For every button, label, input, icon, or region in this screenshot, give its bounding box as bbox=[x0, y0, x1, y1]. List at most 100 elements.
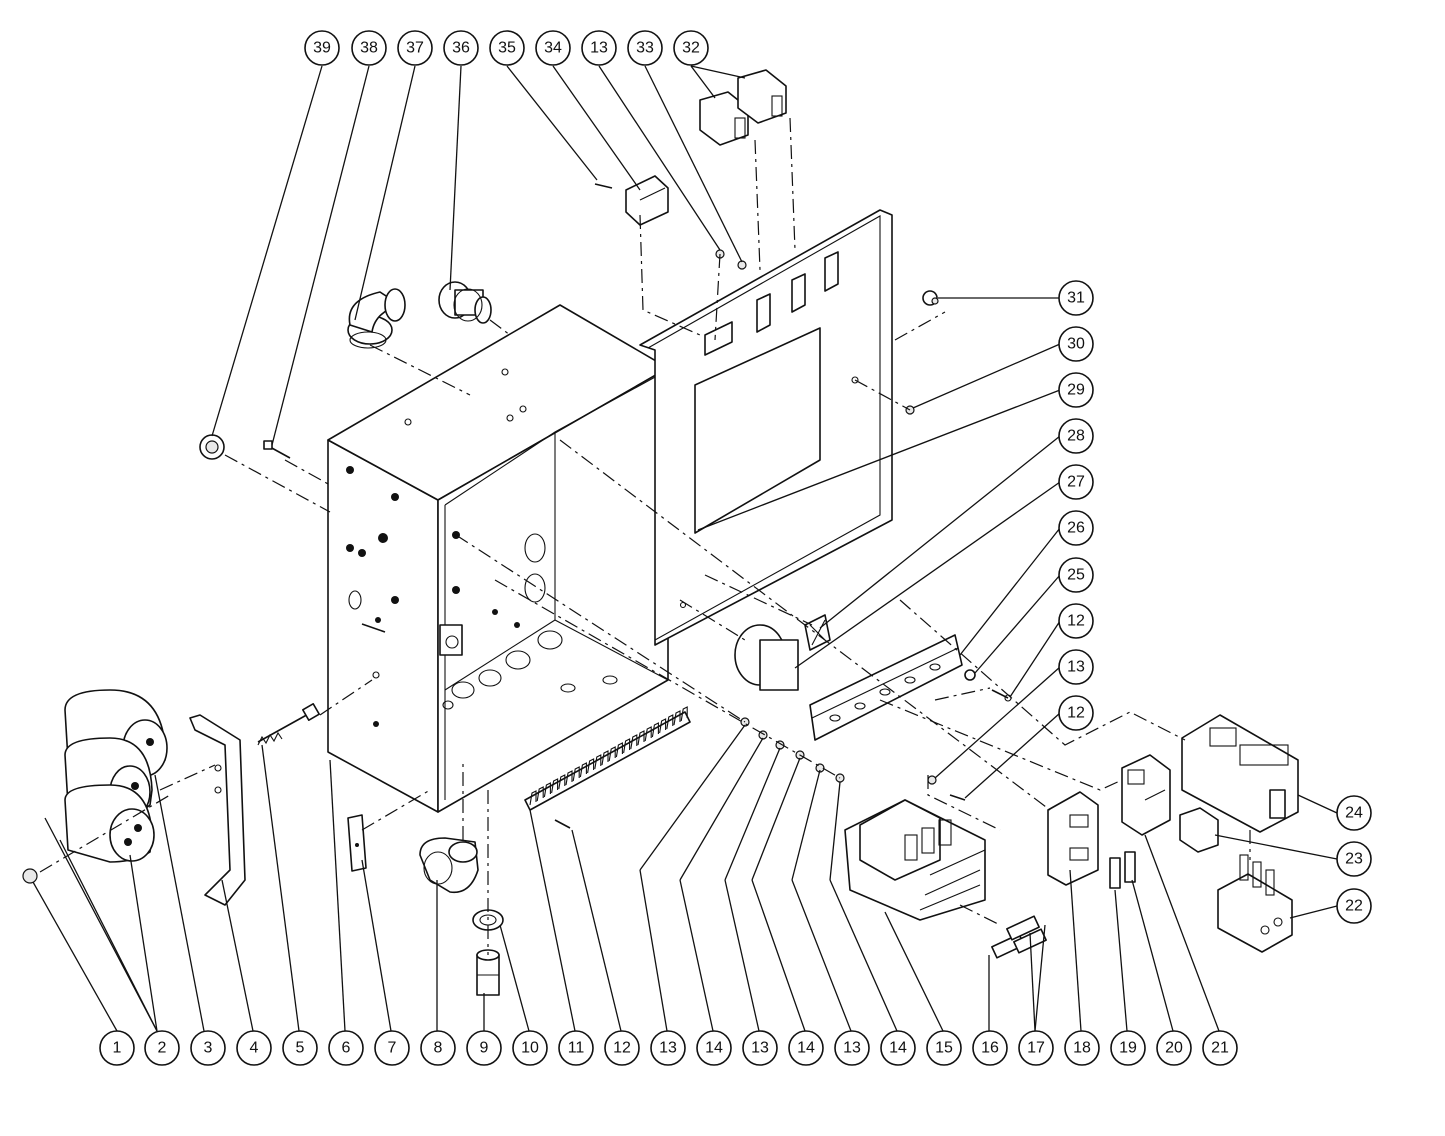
callout-33: 33 bbox=[627, 30, 663, 66]
svg-text:32: 32 bbox=[682, 40, 700, 57]
terminal-tooth bbox=[630, 734, 638, 750]
fuse-holder bbox=[1047, 791, 1099, 886]
screw-38 bbox=[263, 440, 291, 459]
svg-text:34: 34 bbox=[544, 40, 562, 57]
svg-text:14: 14 bbox=[797, 1040, 815, 1057]
straight-fitting-top bbox=[438, 281, 492, 324]
svg-text:12: 12 bbox=[613, 1040, 631, 1057]
callout-10: 10 bbox=[512, 1030, 548, 1066]
callout-15: 15 bbox=[926, 1030, 962, 1066]
callout-29: 29 bbox=[1058, 372, 1094, 408]
svg-text:23: 23 bbox=[1345, 851, 1363, 868]
knob-31 bbox=[922, 290, 939, 306]
callout-6: 6 bbox=[328, 1030, 364, 1066]
callouts-top: 39 38 37 36 35 34 13 33 32 bbox=[304, 30, 709, 66]
svg-text:13: 13 bbox=[843, 1040, 861, 1057]
terminal-tooth bbox=[637, 730, 645, 746]
callout-4: 4 bbox=[236, 1030, 272, 1066]
elbow-fitting-bottom bbox=[419, 837, 479, 894]
cord-grip bbox=[476, 949, 500, 996]
callout-19: 19 bbox=[1110, 1030, 1146, 1066]
svg-text:19: 19 bbox=[1119, 1040, 1137, 1057]
callout-14b: 14 bbox=[788, 1030, 824, 1066]
svg-text:35: 35 bbox=[498, 40, 516, 57]
terminal-tooth bbox=[651, 722, 659, 738]
terminal-tooth bbox=[551, 778, 559, 794]
callout-18: 18 bbox=[1064, 1030, 1100, 1066]
callout-21: 21 bbox=[1202, 1030, 1238, 1066]
svg-text:12: 12 bbox=[1067, 613, 1085, 630]
screw-13-12-right bbox=[927, 775, 966, 801]
terminal-tooth bbox=[572, 766, 580, 782]
svg-text:3: 3 bbox=[204, 1040, 213, 1057]
washer-25 bbox=[964, 669, 976, 681]
svg-text:12: 12 bbox=[1067, 705, 1085, 722]
callout-25: 25 bbox=[1058, 557, 1094, 593]
rocker-switch-32b bbox=[737, 69, 787, 124]
callout-23: 23 bbox=[1336, 841, 1372, 877]
svg-text:4: 4 bbox=[250, 1040, 259, 1057]
terminal-tooth bbox=[623, 738, 631, 754]
svg-text:37: 37 bbox=[406, 40, 424, 57]
rocker-switch-34 bbox=[594, 175, 669, 226]
terminal-tooth bbox=[579, 762, 587, 778]
svg-text:20: 20 bbox=[1165, 1040, 1183, 1057]
callout-9: 9 bbox=[466, 1030, 502, 1066]
terminal-strip bbox=[524, 706, 691, 829]
terminal-tooth bbox=[673, 710, 681, 726]
callout-13c: 13 bbox=[834, 1030, 870, 1066]
fuse-19-20 bbox=[1109, 851, 1136, 889]
callout-8: 8 bbox=[420, 1030, 456, 1066]
callout-26: 26 bbox=[1058, 510, 1094, 546]
terminal-tooth bbox=[615, 742, 623, 758]
grommet bbox=[199, 434, 225, 460]
svg-text:13: 13 bbox=[751, 1040, 769, 1057]
callout-12-right-b: 12 bbox=[1058, 695, 1094, 731]
svg-text:2: 2 bbox=[158, 1040, 167, 1057]
svg-text:38: 38 bbox=[360, 40, 378, 57]
contactor-24 bbox=[1181, 714, 1299, 833]
callout-39: 39 bbox=[304, 30, 340, 66]
nut-13-top bbox=[715, 249, 747, 270]
svg-text:8: 8 bbox=[434, 1040, 443, 1057]
callout-31: 31 bbox=[1058, 280, 1094, 316]
callout-34: 34 bbox=[535, 30, 571, 66]
callout-36: 36 bbox=[443, 30, 479, 66]
capacitors bbox=[22, 689, 168, 884]
svg-text:7: 7 bbox=[388, 1040, 397, 1057]
long-bolt bbox=[257, 703, 320, 746]
svg-text:13: 13 bbox=[1067, 659, 1085, 676]
svg-text:9: 9 bbox=[480, 1040, 489, 1057]
callout-14c: 14 bbox=[880, 1030, 916, 1066]
terminal-tooth bbox=[565, 770, 573, 786]
svg-text:28: 28 bbox=[1067, 428, 1085, 445]
transformer bbox=[844, 799, 986, 921]
relay-23 bbox=[1179, 807, 1219, 853]
elbow-fitting-top bbox=[347, 288, 406, 349]
svg-text:27: 27 bbox=[1067, 474, 1085, 491]
callout-13-right: 13 bbox=[1058, 649, 1094, 685]
terminal-tooth bbox=[659, 718, 667, 734]
callout-28: 28 bbox=[1058, 418, 1094, 454]
svg-text:21: 21 bbox=[1211, 1040, 1229, 1057]
callout-5: 5 bbox=[282, 1030, 318, 1066]
callout-37: 37 bbox=[397, 30, 433, 66]
svg-text:22: 22 bbox=[1345, 898, 1363, 915]
terminal-tooth bbox=[536, 786, 544, 802]
callout-17: 17 bbox=[1018, 1030, 1054, 1066]
overload-relay bbox=[1217, 854, 1293, 953]
callout-7: 7 bbox=[374, 1030, 410, 1066]
svg-text:29: 29 bbox=[1067, 382, 1085, 399]
svg-text:17: 17 bbox=[1027, 1040, 1045, 1057]
svg-text:33: 33 bbox=[636, 40, 654, 57]
svg-text:5: 5 bbox=[296, 1040, 305, 1057]
callout-16: 16 bbox=[972, 1030, 1008, 1066]
svg-text:16: 16 bbox=[981, 1040, 999, 1057]
svg-text:11: 11 bbox=[568, 1040, 585, 1057]
capacitor-bracket bbox=[189, 714, 246, 906]
svg-text:14: 14 bbox=[889, 1040, 907, 1057]
callout-32: 32 bbox=[673, 30, 709, 66]
svg-text:6: 6 bbox=[342, 1040, 351, 1057]
svg-text:15: 15 bbox=[935, 1040, 953, 1057]
callout-3: 3 bbox=[190, 1030, 226, 1066]
